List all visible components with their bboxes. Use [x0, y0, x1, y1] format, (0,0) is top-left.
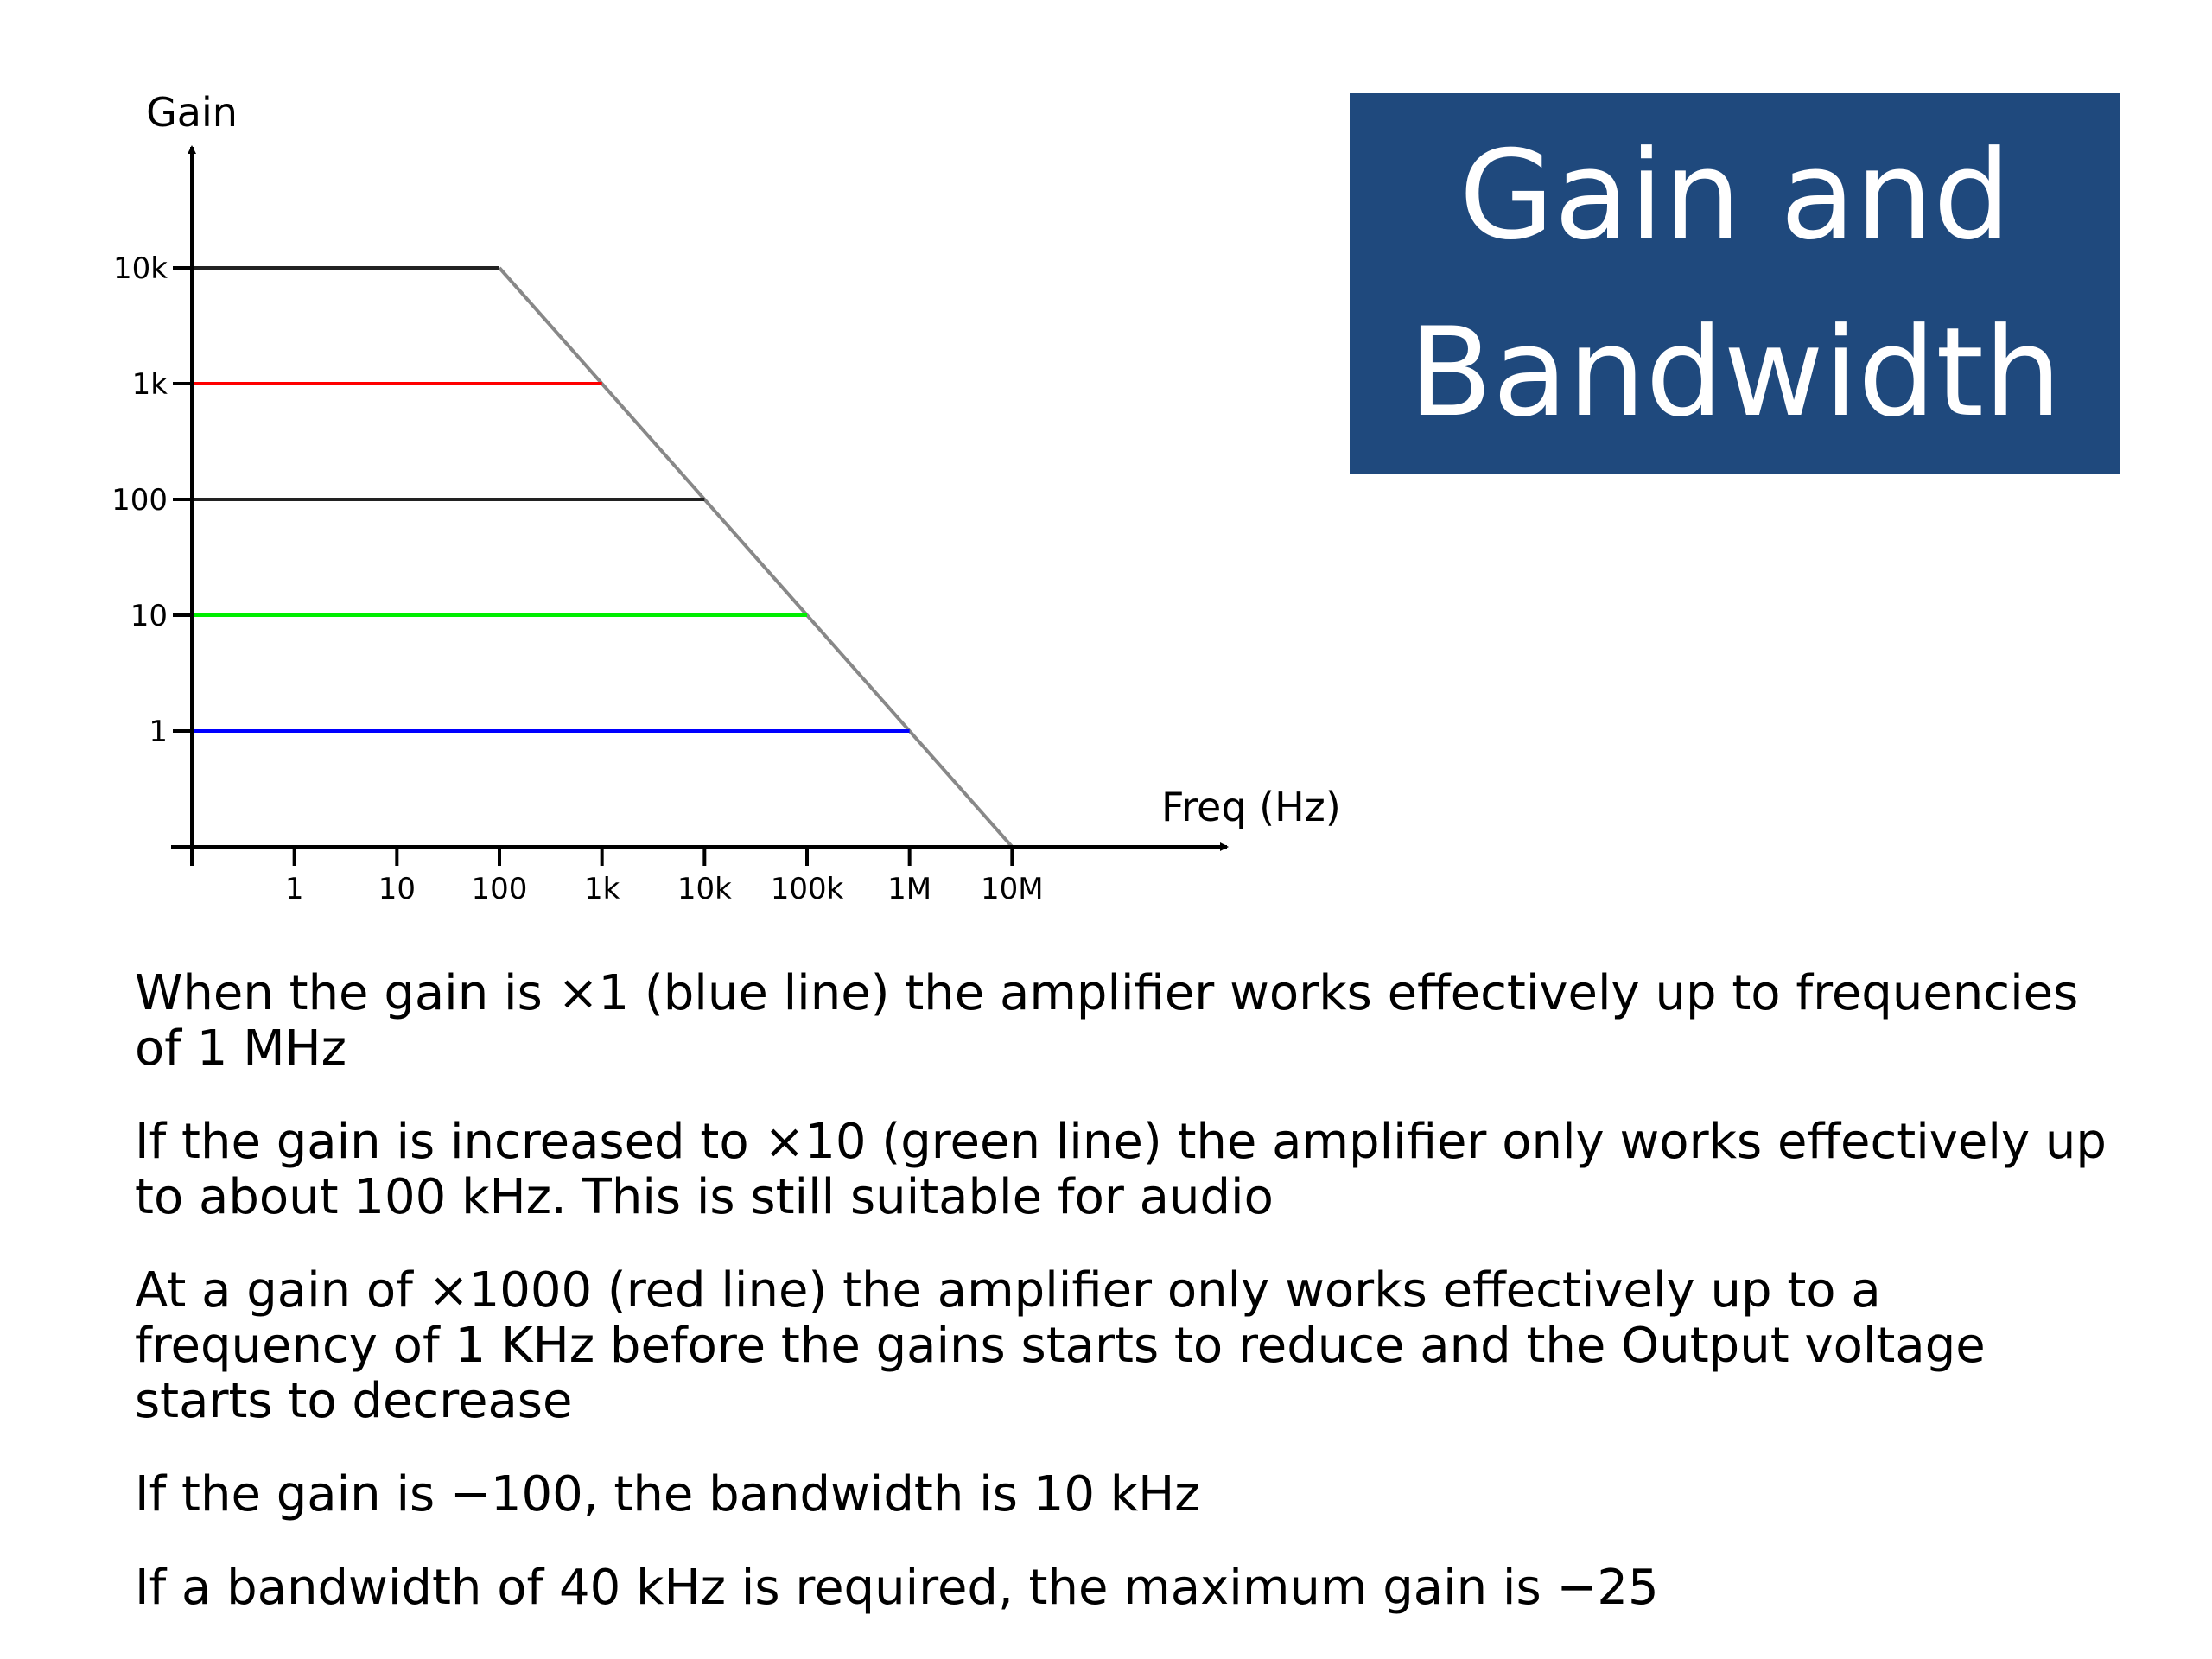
title-line-1: Gain and — [1459, 124, 2012, 267]
x-tick-label: 10M — [981, 872, 1044, 906]
y-tick-label: 1 — [149, 715, 168, 749]
y-axis-label: Gain — [146, 89, 238, 136]
gain-bandwidth-chart: 1 10 100 1k 10k 100k 1M 10M 1 10 100 1k 10k Gain Fre… — [111, 89, 1341, 906]
y-tick-label: 10k — [113, 251, 168, 286]
x-tick-label: 1M — [887, 872, 931, 906]
x-tick-label: 1k — [584, 872, 620, 906]
note-paragraph: If the gain is −100, the bandwidth is 10… — [135, 1466, 1200, 1522]
x-tick-label: 1 — [285, 872, 304, 906]
y-tick-label: 1k — [132, 367, 168, 402]
title-box: Gain and Bandwidth — [1350, 93, 2120, 474]
notes-text: When the gain is ×1 (blue line) the ampl… — [135, 966, 2122, 1654]
note-paragraph: When the gain is ×1 (blue line) the ampl… — [135, 965, 2079, 1077]
note-paragraph: At a gain of ×1000 (red line) the amplif… — [135, 1262, 1986, 1429]
title-line-2: Bandwidth — [1408, 301, 2062, 444]
rolloff-line — [498, 266, 1014, 849]
y-tick-label: 10 — [130, 599, 168, 633]
x-tick-label: 10k — [677, 872, 732, 906]
note-paragraph: If a bandwidth of 40 kHz is required, th… — [135, 1560, 1659, 1616]
y-tick-label: 100 — [111, 483, 168, 518]
x-tick-label: 100 — [472, 872, 528, 906]
x-tick-label: 10 — [378, 872, 416, 906]
x-axis-label: Freq (Hz) — [1161, 784, 1341, 830]
note-paragraph: If the gain is increased to ×10 (green l… — [135, 1114, 2107, 1225]
x-tick-label: 100k — [771, 872, 844, 906]
